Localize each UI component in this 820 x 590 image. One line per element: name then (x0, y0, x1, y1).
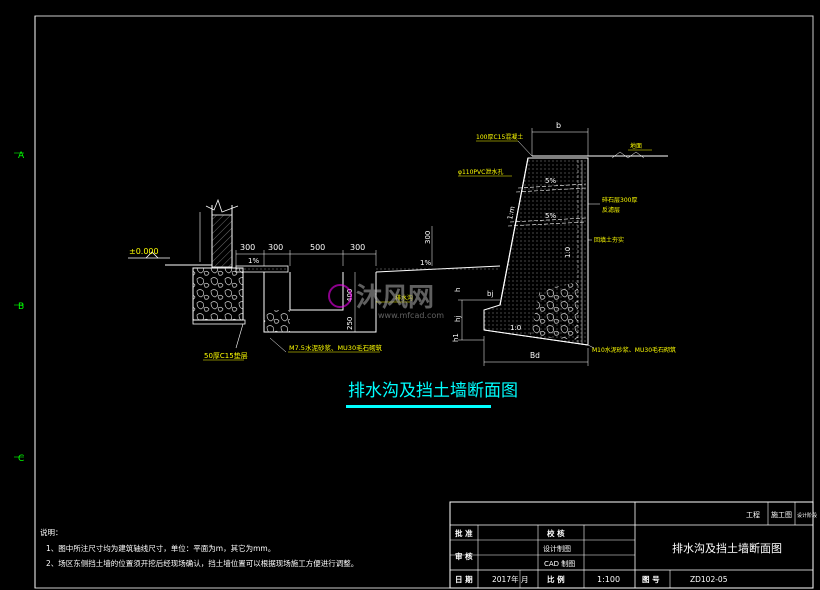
slope-left-label: 1% (248, 257, 259, 265)
tb-stage-label: 施工图 (771, 510, 792, 519)
apron-slab: 1% (235, 257, 289, 273)
slope-right-label: 1% (420, 259, 431, 267)
frame-row-label-a: A (18, 151, 25, 161)
ratio-1-0-lower: 1:0 (510, 324, 521, 332)
elevation-mark: ±0.000 (128, 247, 170, 259)
c15-top-callout: 100厚C15混凝土 (476, 133, 523, 141)
watermark-logo-icon (328, 284, 352, 308)
retaining-wall: 5% 5% 1:m 1:0 1:0 (483, 151, 668, 346)
dim-300-a: 300 (240, 243, 255, 252)
dim-bj: bj (487, 290, 493, 298)
frame-row-label-c: C (18, 454, 24, 464)
mortar-left-callout: M7.5水泥砂浆、MU30毛石砌筑 (289, 343, 383, 352)
dim-300-c: 300 (350, 243, 365, 252)
tb-drawing-no: ZD102-05 (690, 575, 728, 584)
base-c15-callout: 50厚C15垫层 (204, 351, 248, 360)
tb-drawing-title: 排水沟及挡土墙断面图 (672, 541, 782, 555)
tb-scale-label: 比 例 (547, 574, 565, 584)
tb-date-value: 2017年 月 (492, 574, 528, 584)
wall-callouts: 100厚C15混凝土 φ110PVC泄水孔 地面 碎石层300厚 反滤层 回填土… (458, 133, 676, 354)
notes: 说明： 1、图中所注尺寸均为建筑轴线尺寸，单位：平面为m，其它为mm。 2、场区… (40, 527, 358, 568)
ground-callout: 地面 (630, 142, 642, 150)
tb-design-draw: 设计制图 (543, 544, 571, 553)
watermark-brand: 沐风网 (356, 283, 434, 313)
foundation: 50厚C15垫层 (165, 264, 248, 361)
dim-b: b (556, 121, 561, 130)
tb-scale-value: 1:100 (597, 575, 620, 584)
pvc-callout: φ110PVC泄水孔 (458, 168, 503, 176)
wall-dimensions: b Bd bj hj h h1 (452, 121, 589, 366)
notes-line-2: 2、场区东侧挡土墙的位置须开挖后经现场确认，挡土墙位置可以根据现场施工方便进行调… (46, 558, 358, 568)
slope-5pct-a: 5% (545, 177, 556, 185)
dim-300-b: 300 (268, 243, 283, 252)
ground-right: 1% 300 (375, 226, 501, 273)
ratio-1-m: 1:m (506, 205, 517, 220)
tb-date-label: 日 期 (455, 574, 473, 584)
building-wall (199, 198, 239, 268)
elevation-label: ±0.000 (129, 247, 159, 256)
tb-cad: CAD 制图 (544, 559, 575, 568)
notes-heading: 说明： (40, 527, 63, 537)
tb-drawing-no-label: 图 号 (642, 575, 660, 584)
section-title: 排水沟及挡土墙断面图 (346, 381, 518, 408)
tb-design-stage: 设计阶段 (797, 512, 817, 519)
ditch-mark-label: 排水沟 (395, 294, 413, 302)
ratio-1-0-upper: 1:0 (564, 247, 572, 258)
dim-hj: hj (454, 316, 462, 322)
watermark-url: www.mfcad.com (378, 311, 444, 320)
tb-check: 校 核 (547, 528, 565, 538)
dim-h: h (454, 288, 462, 292)
dim-h1: h1 (452, 333, 460, 342)
dim-300-vertical: 300 (424, 231, 432, 244)
title-block: 工程 施工图 设计阶段 批 准 审 核 校 核 设计制图 CAD 制图 日 期 … (449, 501, 817, 589)
notes-line-1: 1、图中所注尺寸均为建筑轴线尺寸，单位：平面为m，其它为mm。 (46, 543, 275, 553)
dim-bd: Bd (530, 351, 540, 360)
tb-approve: 批 准 (455, 528, 473, 538)
slope-5pct-b: 5% (545, 212, 556, 220)
filter-callout: 反滤层 (602, 206, 620, 214)
backfill-callout: 回填土夯实 (594, 236, 624, 244)
watermark: 沐风网 www.mfcad.com (328, 283, 444, 320)
section-title-text: 排水沟及挡土墙断面图 (348, 381, 518, 401)
drawing-frame: A B C (14, 15, 814, 589)
dim-500: 500 (310, 243, 325, 252)
tb-review: 审 核 (455, 551, 473, 561)
tb-project-label: 工程 (746, 510, 760, 519)
dim-250: 250 (346, 317, 354, 330)
mortar-right-callout: M10水泥砂浆、MU30毛石砌筑 (592, 346, 676, 354)
frame-row-label-b: B (18, 302, 24, 312)
dimension-top: 300 300 500 300 (235, 243, 377, 266)
gravel-callout: 碎石层300厚 (602, 196, 637, 204)
